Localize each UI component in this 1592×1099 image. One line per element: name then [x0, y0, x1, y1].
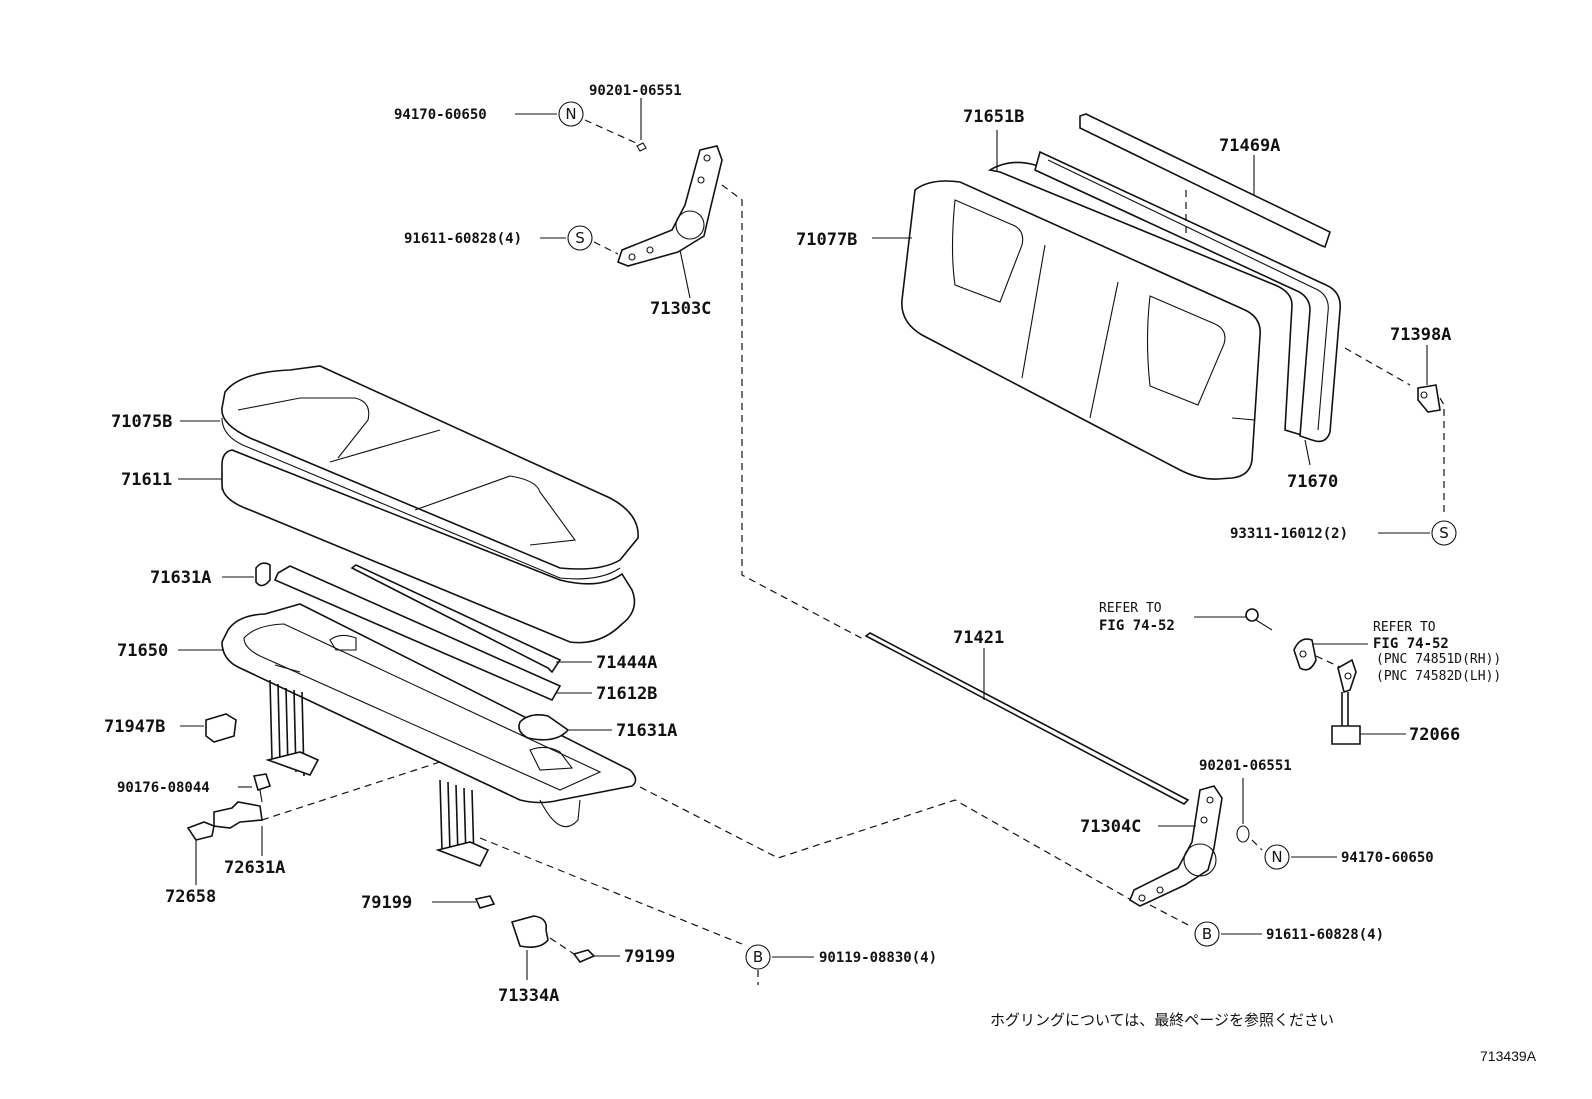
label-90176: 90176-08044: [117, 780, 210, 796]
label-79199-b: 79199: [624, 947, 675, 967]
label-71650: 71650: [117, 641, 168, 661]
pad-79199-b: [572, 949, 596, 963]
label-71651b: 71651B: [963, 107, 1024, 127]
circle-s-top-letter: S: [575, 229, 585, 247]
refer-right-line1: REFER TO: [1373, 620, 1436, 635]
dash-71398a: [1344, 347, 1411, 386]
label-72066: 72066: [1409, 725, 1460, 745]
buckle-72066: [1331, 658, 1361, 745]
leader-71303c: [679, 249, 691, 299]
hinge-71303c: [617, 145, 723, 267]
anchor-refer-right: [1293, 638, 1317, 671]
label-94170-bottom: 94170-60650: [1341, 850, 1434, 866]
refer-right-line4: (PNC 74582D(LH)): [1376, 669, 1501, 684]
bumper-71334a: [510, 915, 549, 948]
circle-n-bottom-letter: N: [1271, 848, 1282, 866]
cushion-cover-71075b: [221, 365, 639, 580]
label-71421: 71421: [953, 628, 1004, 648]
dash-n-top: [584, 119, 637, 144]
leg-right: [435, 779, 490, 868]
label-90201-top: 90201-06551: [589, 83, 682, 99]
pad-79199-a: [474, 895, 496, 909]
label-71631a-bottom: 71631A: [616, 721, 677, 741]
seatback-cover-71077b: [901, 180, 1262, 480]
label-79199-a: 79199: [361, 893, 412, 913]
label-71303c: 71303C: [650, 299, 711, 319]
circle-b-bottom: [1194, 921, 1220, 947]
refer-right-line3: (PNC 74851D(RH)): [1376, 652, 1501, 667]
bolt-90176: [252, 773, 272, 803]
circle-n-bottom: [1264, 844, 1290, 870]
lever-72631a: [213, 801, 263, 829]
circle-b-bottom-letter: B: [1202, 925, 1212, 943]
rod-71421: [864, 632, 1190, 805]
cap-72658: [186, 821, 215, 841]
circle-n-top: [558, 101, 584, 127]
label-72658: 72658: [165, 887, 216, 907]
circle-s-top: [567, 225, 593, 251]
refer-left-line2: FIG 74-52: [1099, 618, 1175, 634]
seatback-panel-71469a: [1079, 113, 1331, 249]
label-71304c: 71304C: [1080, 817, 1141, 837]
clip-71631a-top: [255, 562, 271, 587]
circle-b-left-letter: B: [753, 948, 763, 966]
cushion-pad-71611: [221, 449, 636, 644]
label-90119: 90119-08830(4): [819, 950, 937, 966]
leg-left: [265, 679, 320, 777]
label-71611: 71611: [121, 470, 172, 490]
label-71612b: 71612B: [596, 684, 657, 704]
leader-71670: [1304, 439, 1311, 466]
label-71075b: 71075B: [111, 412, 172, 432]
label-71334a: 71334A: [498, 986, 559, 1006]
label-93311: 93311-16012(2): [1230, 526, 1348, 542]
label-91611-bottom: 91611-60828(4): [1266, 927, 1384, 943]
dash-b-bottom: [1149, 904, 1193, 928]
label-71947b: 71947B: [104, 717, 165, 737]
nut-90201-top: [636, 142, 647, 152]
circle-b-left: [745, 944, 771, 970]
dash-n-bottom: [1251, 839, 1263, 851]
refer-right-line2: FIG 74-52: [1373, 636, 1449, 652]
figure-id: 713439A: [1480, 1048, 1537, 1064]
nut-90201-bottom: [1236, 825, 1250, 843]
dash-hinge-to-rod: [721, 184, 866, 641]
label-71469a: 71469A: [1219, 136, 1280, 156]
cushion-frame-71650: [221, 603, 637, 828]
clip-71631a-bottom: [518, 714, 570, 741]
stopper-71947b: [205, 713, 237, 743]
bolt-refer-left: [1245, 608, 1273, 631]
dash-72631a: [261, 761, 441, 821]
label-94170-top: 94170-60650: [394, 107, 487, 123]
bracket-71398a: [1417, 384, 1441, 413]
refer-left-line1: REFER TO: [1099, 601, 1162, 616]
label-91611-top: 91611-60828(4): [404, 231, 522, 247]
label-71444a: 71444A: [596, 653, 657, 673]
seatback-frame-71670: [1034, 150, 1342, 443]
label-71631a-top: 71631A: [150, 568, 211, 588]
label-71398a: 71398A: [1390, 325, 1451, 345]
circle-s-right-letter: S: [1439, 524, 1449, 542]
label-90201-bottom: 90201-06551: [1199, 758, 1292, 774]
dash-anchor: [1315, 655, 1343, 669]
label-71077b: 71077B: [796, 230, 857, 250]
hinge-71304c: [1129, 785, 1223, 907]
circle-n-top-letter: N: [565, 105, 576, 123]
strip-71444a: [350, 564, 562, 674]
label-71670: 71670: [1287, 472, 1338, 492]
label-72631a: 72631A: [224, 858, 285, 878]
dash-s-top: [593, 241, 619, 255]
circle-s-right: [1431, 520, 1457, 546]
dash-93311: [1439, 397, 1445, 516]
dash-79199: [549, 937, 575, 955]
dash-cushion-to-bottom-hinge: [639, 786, 1141, 906]
hog-ring-note: ホグリングについては、最終ページを参照ください: [990, 1011, 1334, 1029]
